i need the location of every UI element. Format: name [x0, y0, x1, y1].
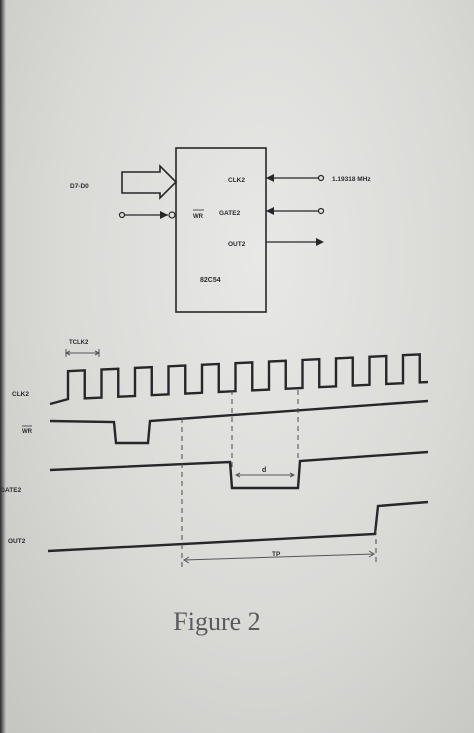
tp-span	[183, 553, 375, 561]
chip-box	[175, 147, 267, 313]
wr-signal-label: WR	[22, 429, 33, 435]
data-bus-label: D7-D0	[70, 183, 89, 190]
block-diagram: 82C54 D7-D0 WR CLK2 1.19318 MHz GATE2 OU…	[70, 147, 371, 313]
clk-waveform	[49, 353, 429, 406]
chip-name: 82C54	[200, 277, 221, 284]
wr-inversion-bubble	[168, 211, 176, 219]
out-pin-label: OUT2	[228, 241, 246, 248]
data-bus-arrow	[121, 164, 178, 200]
paper-edge-shadow	[0, 0, 6, 733]
tclk-label: TCLK2	[69, 340, 89, 346]
gate-arrow	[266, 207, 274, 215]
clk-terminal	[317, 174, 325, 182]
clk-arrow	[266, 174, 274, 182]
clk-pin-label: CLK2	[228, 177, 245, 184]
gate-waveform	[49, 450, 429, 490]
delay-label: d	[262, 467, 266, 474]
wr-arrow	[160, 211, 168, 219]
delay-arrowhead-right	[289, 472, 296, 478]
tp-label: TP	[272, 551, 281, 558]
wr-waveform	[49, 399, 429, 445]
figure-caption: Figure 2	[173, 607, 261, 636]
gate-pin-label: GATE2	[219, 210, 241, 217]
tp-arrowhead-right	[368, 550, 375, 558]
out-arrow	[316, 238, 324, 246]
gate-terminal	[317, 207, 325, 215]
timing-diagram: TCLK2 CLK2 WR GATE2 OUT2 d T	[0, 340, 429, 570]
tclk-arrowhead-right	[94, 350, 101, 356]
wr-terminal	[118, 211, 126, 219]
out-signal-label: OUT2	[8, 538, 26, 545]
wr-pin-label: WR	[193, 214, 204, 220]
delay-arrowhead-left	[234, 472, 241, 478]
gate-signal-label: GATE2	[0, 487, 22, 494]
tp-arrowhead-left	[183, 556, 190, 564]
out-waveform	[47, 500, 429, 553]
tclk-arrowhead-left	[64, 350, 71, 356]
clock-frequency: 1.19318 MHz	[332, 176, 371, 183]
clk-signal-label: CLK2	[12, 391, 29, 398]
